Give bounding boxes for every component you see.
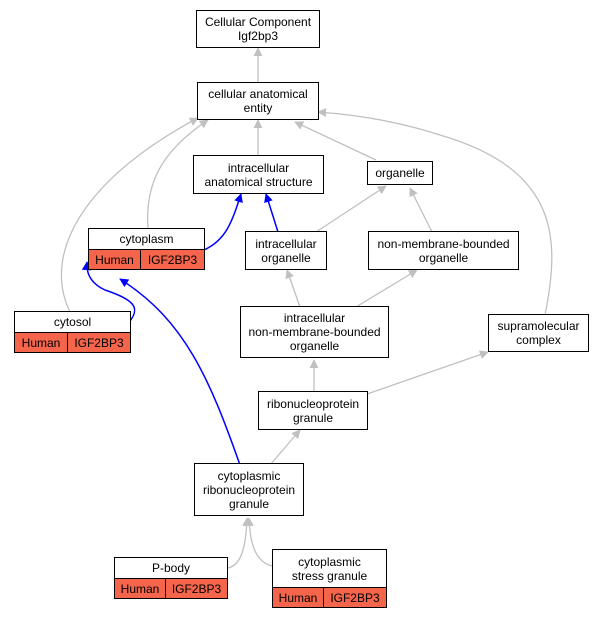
node-label-line: entity <box>243 101 273 115</box>
species-cell: Human <box>89 250 141 269</box>
node-label-line: cytoplasmic <box>217 468 281 483</box>
node-cytoplasmic-ribonucleoprotein-granule[interactable]: cytoplasmic ribonucleoprotein granule <box>194 463 304 516</box>
gene-annotation-row: Human IGF2BP3 <box>15 333 130 352</box>
node-non-membrane-bounded-organelle[interactable]: non-membrane-bounded organelle <box>368 231 519 270</box>
node-label-line: Igf2bp3 <box>237 29 279 43</box>
node-label-line: cytoplasmic <box>298 554 361 569</box>
node-organelle[interactable]: organelle <box>367 161 433 185</box>
node-label-line: intracellular <box>255 236 317 251</box>
edge-crnpg-to-cytoplasm <box>119 278 241 466</box>
edge-cytoplasm-to-ias <box>203 193 243 251</box>
edge-nmbo-to-organelle <box>409 187 433 233</box>
node-label-line: organelle <box>261 250 311 265</box>
node-cellular-component[interactable]: Cellular Component Igf2bp3 <box>196 10 320 48</box>
edge-pbody-to-crnpg <box>227 517 252 569</box>
node-cytoplasm[interactable]: cytoplasm Human IGF2BP3 <box>88 228 205 270</box>
node-term-label: cytosol <box>15 312 130 333</box>
node-p-body[interactable]: P-body Human IGF2BP3 <box>114 557 228 599</box>
node-cytoplasmic-stress-granule[interactable]: cytoplasmic stress granule Human IGF2BP3 <box>272 549 387 608</box>
gene-cell: IGF2BP3 <box>171 581 222 596</box>
gene-cell: IGF2BP3 <box>74 335 124 350</box>
node-label-line: non-membrane-bounded <box>248 325 381 339</box>
node-label-line: supramolecular <box>497 319 580 333</box>
gene-annotation-row: Human IGF2BP3 <box>115 579 227 598</box>
edge-cytosol-to-cytoplasm <box>81 261 136 322</box>
species-cell: Human <box>115 579 166 598</box>
gene-cell: IGF2BP3 <box>147 252 198 267</box>
edge-io-to-organelle <box>315 185 387 233</box>
edge-supramolecular-to-cae <box>317 108 553 316</box>
node-term-label: cytoplasm <box>89 229 204 250</box>
node-intracellular-anatomical-structure[interactable]: intracellular anatomical structure <box>193 155 324 194</box>
gene-annotation-row: Human IGF2BP3 <box>89 250 204 269</box>
node-label-line: Cellular Component <box>204 15 312 29</box>
node-cellular-anatomical-entity[interactable]: cellular anatomical entity <box>197 82 319 120</box>
edge-io-to-ias <box>264 193 279 233</box>
node-label-line: organelle <box>375 166 425 180</box>
edge-organelle-to-cae <box>294 121 377 161</box>
edge-crnpg-to-rnpg <box>269 429 301 466</box>
node-label-line: stress granule <box>291 568 368 583</box>
node-label-line: complex <box>516 333 561 347</box>
node-label-line: cellular anatomical <box>208 87 308 101</box>
edge-cytosol-to-cae <box>60 117 199 313</box>
gene-cell: IGF2BP3 <box>330 590 380 605</box>
node-label-line: organelle <box>418 250 469 265</box>
node-supramolecular-complex[interactable]: supramolecular complex <box>488 314 589 352</box>
node-ribonucleoprotein-granule[interactable]: ribonucleoprotein granule <box>258 391 368 430</box>
node-label-line: granule <box>228 496 270 511</box>
node-intracellular-organelle[interactable]: intracellular organelle <box>245 231 327 270</box>
node-term-label: cytoplasmic stress granule <box>273 550 386 588</box>
node-label-line: ribonucleoprotein <box>202 482 296 497</box>
edge-inmbo-to-io <box>285 269 301 308</box>
node-label-line: non-membrane-bounded <box>377 236 510 251</box>
edge-cytoplasm-to-cae <box>146 119 209 229</box>
species-cell: Human <box>15 333 68 352</box>
gene-annotation-row: Human IGF2BP3 <box>273 588 386 607</box>
node-label-line: ribonucleoprotein <box>266 396 360 411</box>
edge-stress-to-crnpg <box>244 517 273 567</box>
edge-inmbo-to-nmbo <box>355 269 418 308</box>
node-cytosol[interactable]: cytosol Human IGF2BP3 <box>14 311 131 353</box>
node-label-line: organelle <box>289 339 340 353</box>
node-label-line: anatomical structure <box>204 174 313 189</box>
node-intracellular-non-membrane-bounded-organelle[interactable]: intracellular non-membrane-bounded organ… <box>240 306 389 358</box>
node-term-label: P-body <box>115 558 227 579</box>
edge-rnpg-to-supra <box>366 350 489 395</box>
species-cell: Human <box>273 588 324 607</box>
node-label-line: intracellular <box>227 160 290 175</box>
node-label-line: intracellular <box>283 311 346 325</box>
node-label-line: granule <box>292 410 334 425</box>
